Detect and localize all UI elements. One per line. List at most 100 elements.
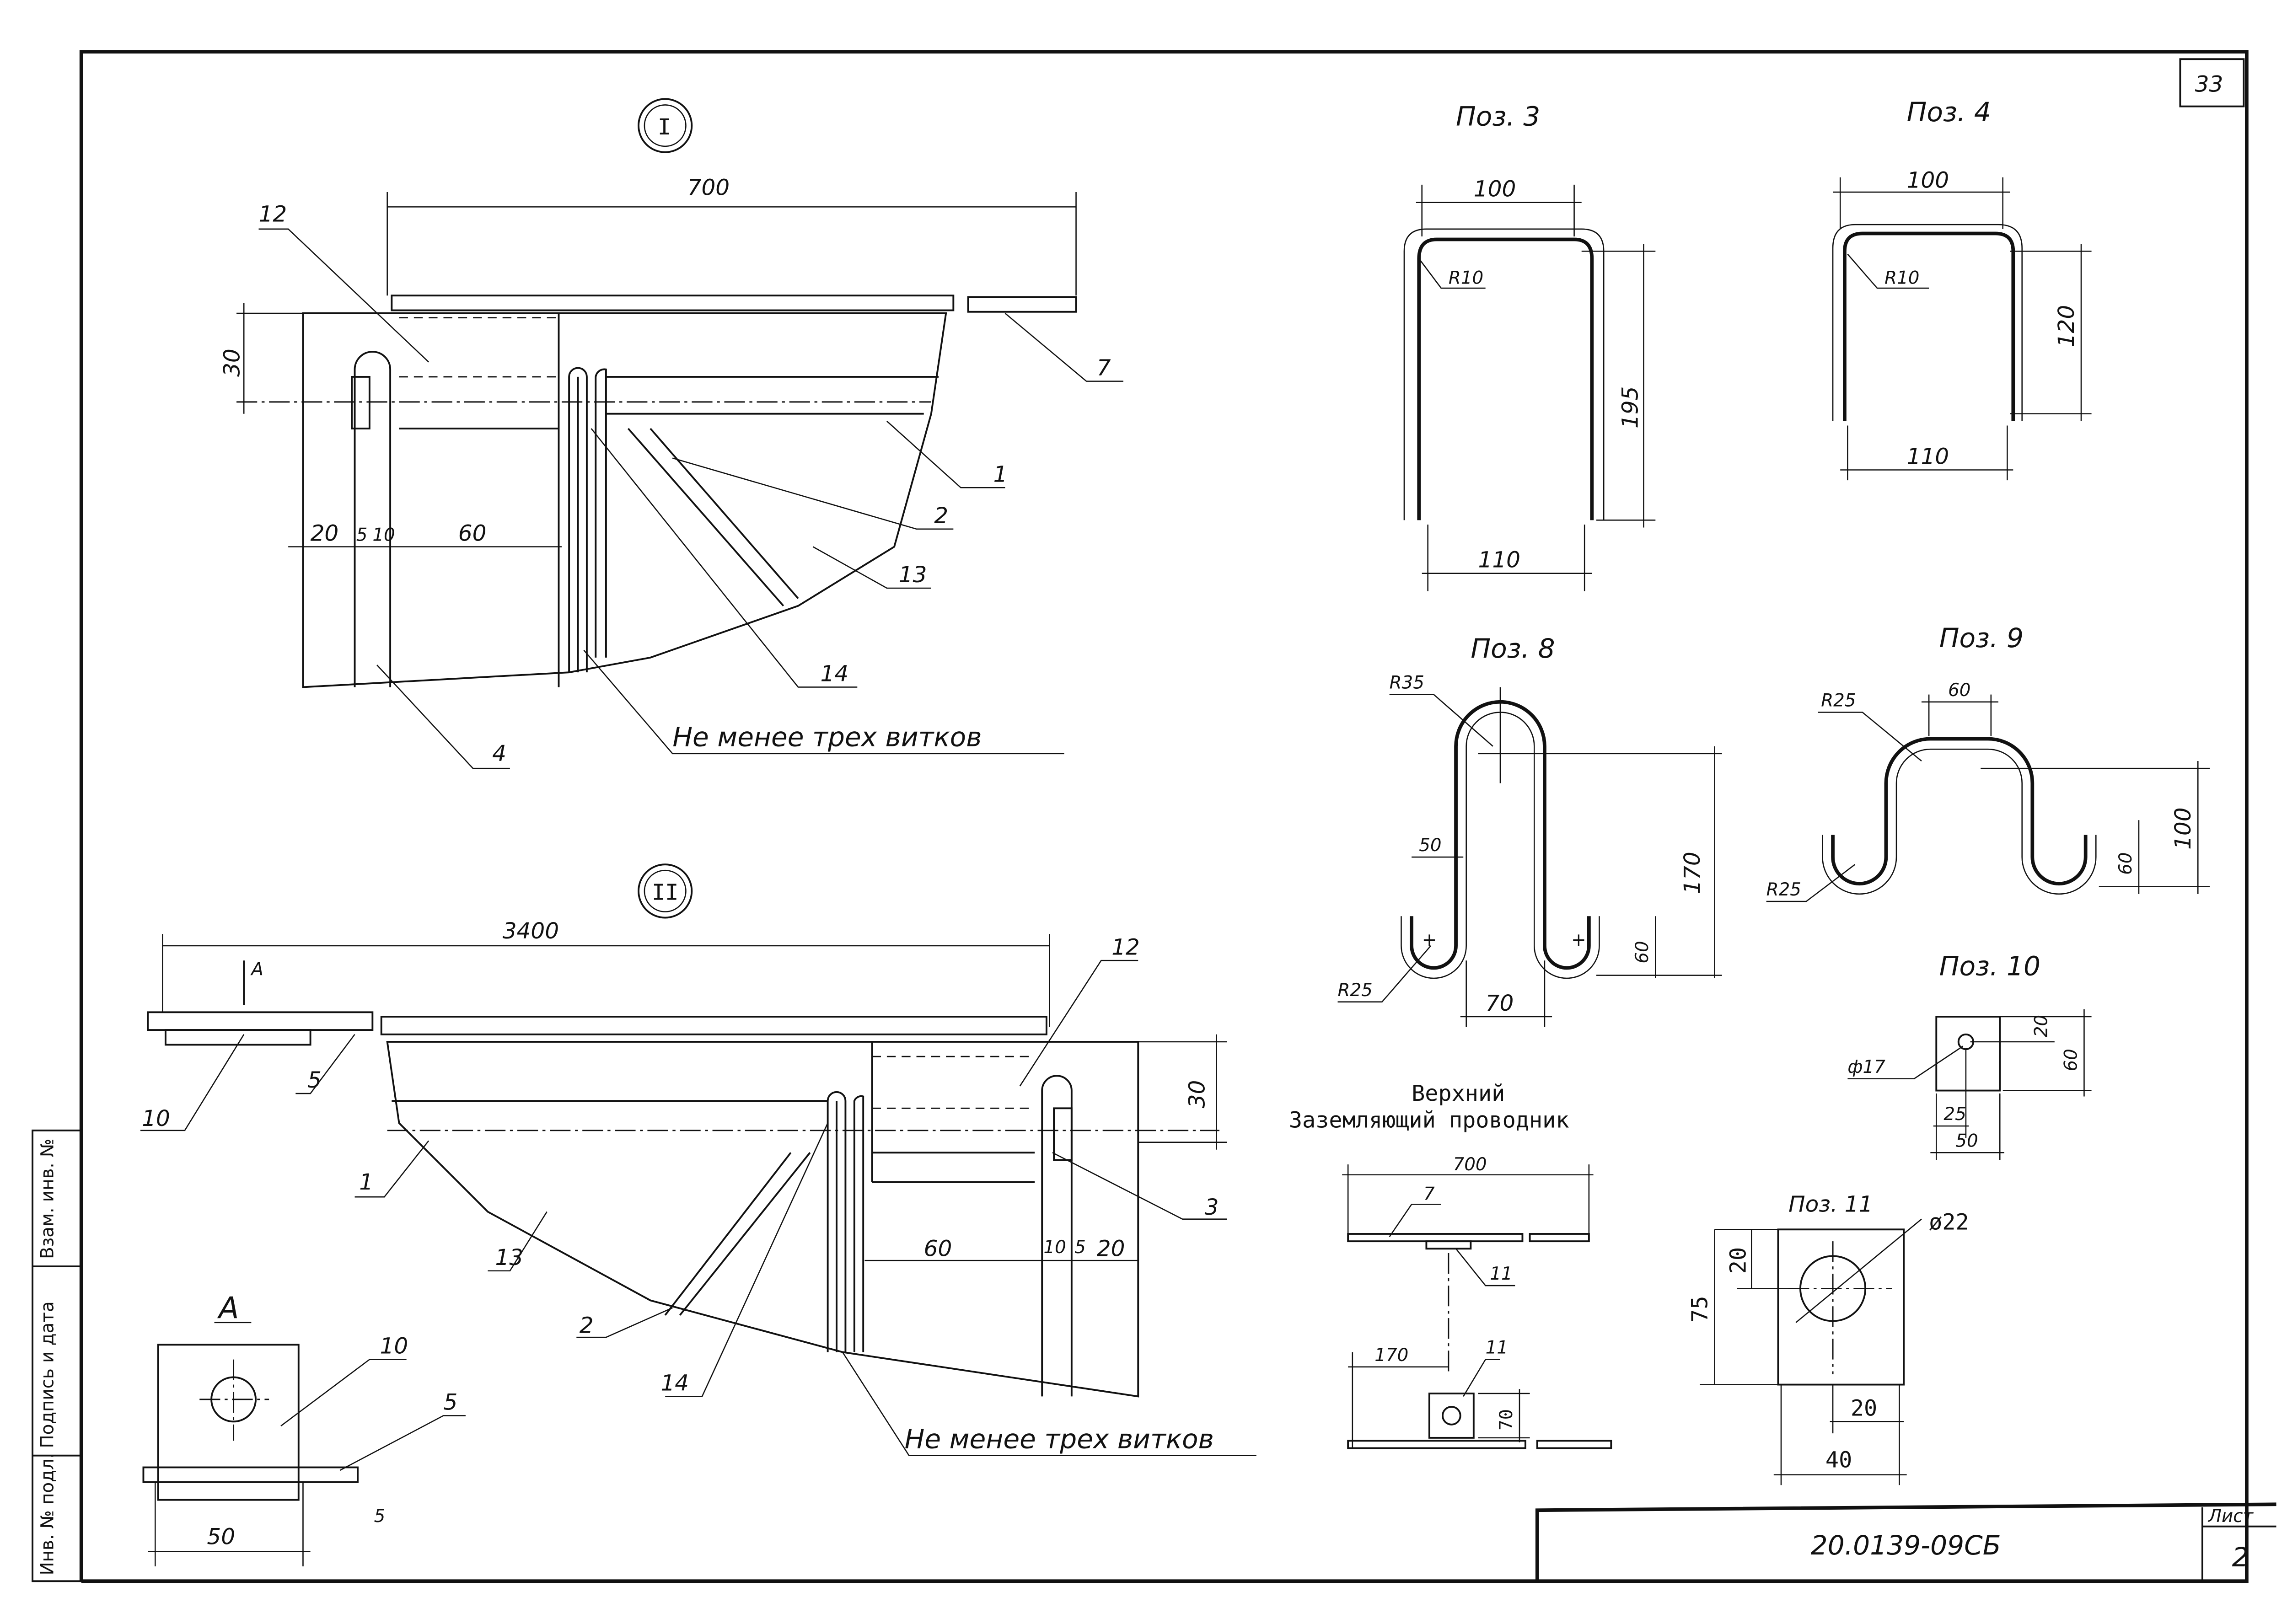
callout-13: 13 [495,1245,524,1270]
pos-10-h60: 60 [2061,1049,2081,1071]
section-mark-A: А [250,959,263,980]
dim-20: 20 [311,521,339,547]
pos-11-w20: 20 [1851,1395,1877,1421]
dim-5: 5 [374,1506,386,1527]
pos-4-bottom: 110 [1907,444,1949,470]
pos-3-radius: R10 [1449,268,1483,288]
dim-60: 60 [458,521,487,547]
dim-30: 30 [220,348,245,377]
pos-3-title: Поз. 3 [1456,101,1540,132]
pos-11-title: Поз. 11 [1788,1192,1873,1217]
top-sheet-number: 33 [2195,71,2223,97]
center-mark: + [1422,930,1437,950]
callout-12: 12 [1111,934,1140,960]
callout-14: 14 [660,1370,689,1396]
side-strip: Взам. инв. № Подпись и дата Инв. № подл. [32,1129,82,1582]
callout-12: 12 [259,202,287,227]
pos-8-height: 170 [1680,852,1705,894]
upper-grounding-conductor: Верхний Заземляющий проводник 700 7 11 1… [1289,1081,1612,1449]
pos-3: Поз. 3 100 R10 195 110 [1403,101,1656,591]
pos-8-w70: 70 [1486,991,1514,1016]
pos-10-h20: 20 [2031,1015,2052,1037]
pos-9: Поз. 9 60 R25 100 60 R25 [1766,622,2210,902]
pos-4-title: Поз. 4 [1907,96,1991,128]
callout-7: 7 [1097,355,1111,381]
conductor-callout-11b: 11 [1486,1338,1508,1358]
sheet-number: 2 [2232,1542,2249,1573]
callout-14: 14 [820,661,848,687]
pos-11-h75: 75 [1687,1296,1713,1323]
pos-3-top: 100 [1474,177,1516,202]
dim-3400: 3400 [503,918,559,944]
pos-4-height: 120 [2054,305,2079,347]
callout-3: 3 [1205,1195,1219,1220]
view-1-mark: I [658,114,671,140]
pos-4-radius: R10 [1884,268,1919,288]
center-mark: + [1571,930,1586,950]
callout-13: 13 [899,562,927,588]
callout-5: 5 [307,1067,322,1093]
dim-60: 60 [924,1236,952,1261]
dim-50: 50 [207,1524,235,1550]
sheet-label: Лист [2207,1506,2254,1527]
dim-5: 5 [356,525,368,546]
callout-10: 10 [142,1106,170,1131]
dim-10: 10 [1043,1237,1066,1258]
pos-4: Поз. 4 100 R10 120 110 [1832,96,2092,481]
pos-9-title: Поз. 9 [1939,622,2024,654]
view-1: I 700 30 20 5 10 60 12 7 1 2 13 14 4 Не … [220,98,1123,769]
callout-4: 4 [492,741,506,766]
pos-11-w40: 40 [1825,1447,1852,1473]
pos-11-hole: ø22 [1929,1209,1969,1235]
conductor-title-2: Заземляющий проводник [1289,1107,1569,1133]
pos-8-r-bottom: R25 [1338,980,1373,1001]
pos-8-title: Поз. 8 [1471,633,1555,664]
pos-10-title: Поз. 10 [1939,951,2040,982]
dim-30: 30 [1185,1080,1210,1109]
conductor-dim-170: 170 [1374,1345,1408,1366]
pos-10: Поз. 10 20 60 ф17 25 50 [1847,951,2092,1160]
title-block: 20.0139-09СБ Лист 2 [1535,1502,2276,1581]
pos-9-h60: 60 [2115,852,2136,874]
callout-5: 5 [443,1389,457,1415]
conductor-callout-7: 7 [1423,1184,1435,1205]
pos-9-r-bottom: R25 [1766,879,1801,900]
dim-20: 20 [1097,1236,1125,1261]
pos-10-w25: 25 [1943,1104,1966,1125]
view-2: II 3400 А 30 60 10 5 20 12 10 5 1 3 13 2… [140,863,1256,1456]
sheet-frame: 33 [79,50,2249,1583]
dim-10: 10 [372,525,395,546]
side-cell-2: Подпись и дата [37,1301,58,1448]
pos-10-hole: ф17 [1847,1057,1885,1077]
conductor-callout-11a: 11 [1490,1264,1512,1284]
dim-5: 5 [1074,1237,1086,1258]
conductor-title-1: Верхний [1412,1081,1505,1106]
pos-3-height: 195 [1618,386,1643,429]
pos-3-bottom: 110 [1478,547,1520,573]
drawing-code: 20.0139-09СБ [1811,1530,2001,1561]
pos-11-h20: 20 [1725,1247,1751,1274]
callout-2: 2 [580,1313,594,1338]
dim-700: 700 [687,175,730,201]
view-A: А 50 5 10 5 [142,1291,466,1566]
view-A-title: А [217,1291,239,1325]
pos-9-height: 100 [2170,807,2196,849]
note-turns: Не менее трех витков [905,1424,1214,1455]
conductor-dim-700: 700 [1453,1154,1487,1175]
callout-1: 1 [993,461,1008,487]
pos-9-w60: 60 [1948,680,1970,701]
pos-8-r-top: R35 [1390,673,1424,693]
side-cell-1: Взам. инв. № [37,1139,58,1259]
pos-8: Поз. 8 R35 50 170 60 70 R25 + + [1338,633,1722,1027]
conductor-dim-70: 70 [1496,1409,1517,1431]
callout-10: 10 [380,1334,408,1359]
pos-8-w50: 50 [1419,835,1441,856]
pos-10-w50: 50 [1955,1131,1978,1151]
pos-8-h60: 60 [1632,941,1653,963]
pos-4-top: 100 [1907,167,1949,193]
pos-9-r-top: R25 [1821,690,1856,711]
callout-2: 2 [934,503,948,529]
pos-11: Поз. 11 ø22 20 75 20 40 [1687,1192,1969,1485]
side-cell-3: Инв. № подл. [37,1453,58,1575]
